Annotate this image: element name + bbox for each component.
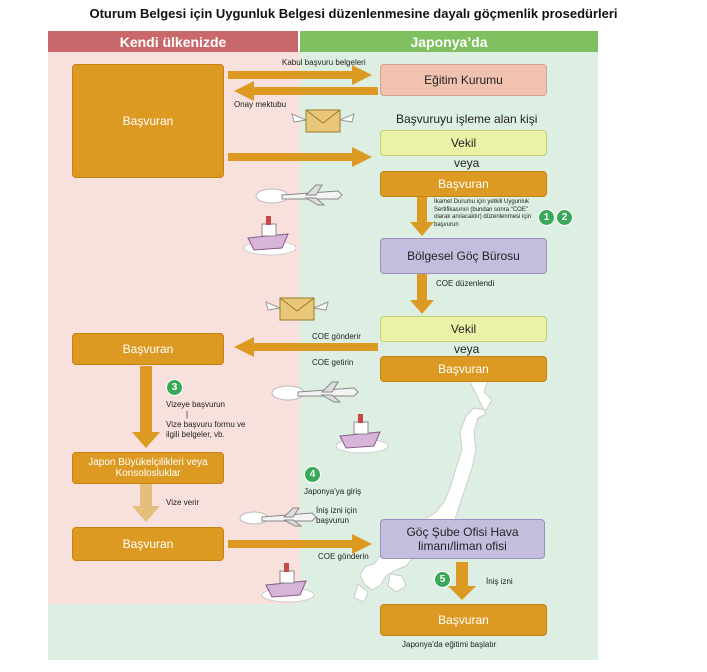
step-3-badge: 3 bbox=[166, 379, 183, 396]
or-label-2: veya bbox=[454, 342, 480, 356]
visa-issue-label: Vize verir bbox=[166, 498, 200, 507]
applicant-box-bottom: Başvuran bbox=[72, 527, 224, 561]
start-education-label: Japonya'da eğitimi başlatır bbox=[402, 640, 497, 649]
airplane-icon bbox=[255, 184, 343, 206]
coe-issued-label: COE düzenlendi bbox=[436, 279, 495, 288]
approval-letter-label: Onay mektubu bbox=[234, 100, 287, 109]
ship-icon-3 bbox=[261, 563, 315, 603]
envelope-icon bbox=[291, 109, 355, 133]
step-4-badge: 4 bbox=[304, 466, 321, 483]
applicant-japan-box-2: Başvuran bbox=[380, 356, 547, 382]
arrow-down-coe bbox=[410, 272, 434, 314]
arrow-to-port-office bbox=[228, 534, 372, 554]
step-1-badge: 1 bbox=[538, 209, 555, 226]
applicant-japan-box-1: Başvuran bbox=[380, 171, 547, 197]
school-box: Eğitim Kurumu bbox=[380, 64, 547, 96]
arrow-approval-letter bbox=[234, 81, 378, 101]
applicant-box-mid: Başvuran bbox=[72, 333, 224, 365]
arrow-visa-issue bbox=[132, 484, 160, 522]
port-office-box: Göç Şube Ofisi Hava limanı/liman ofisi bbox=[380, 519, 545, 559]
step-5-badge: 5 bbox=[434, 571, 451, 588]
japan-panel-bottom bbox=[48, 604, 300, 660]
coe-submit-label: COE gönderin bbox=[318, 552, 369, 561]
arrow-down-bureau bbox=[410, 196, 434, 236]
landing-permit-label: İniş izni bbox=[486, 577, 513, 586]
visa-apply-label: Vizeye başvurun bbox=[166, 400, 225, 409]
airplane-icon-2 bbox=[271, 381, 359, 403]
proxy-box-2: Vekil bbox=[380, 316, 547, 342]
vertical-bar: | bbox=[186, 410, 189, 419]
proxy-box-1: Vekil bbox=[380, 130, 547, 156]
airplane-icon-3 bbox=[239, 507, 317, 527]
immigration-bureau-box: Bölgesel Göç Bürosu bbox=[380, 238, 547, 274]
coe-send-label: COE gönderir bbox=[312, 332, 361, 341]
embassy-box: Japon Büyükelçilikleri veya Konsoloslukl… bbox=[72, 452, 224, 484]
arrow-coe-send bbox=[234, 337, 378, 357]
envelope-icon-2 bbox=[265, 297, 329, 321]
ship-icon bbox=[243, 216, 297, 256]
arrow-down-embassy bbox=[132, 366, 160, 448]
arrow-landing-permit bbox=[448, 562, 476, 600]
or-label-1: veya bbox=[454, 156, 480, 170]
acceptance-docs-label: Kabul başvuru belgeleri bbox=[282, 58, 366, 67]
page-title: Oturum Belgesi için Uygunluk Belgesi düz… bbox=[89, 6, 618, 21]
processing-person-label: Başvuruyu işleme alan kişi bbox=[396, 112, 538, 126]
entry-japan-label: Japonya'ya giriş bbox=[304, 487, 362, 496]
japan-header: Japonya’da bbox=[300, 31, 598, 52]
coe-bring-label: COE getirin bbox=[312, 358, 354, 367]
visa-form-label: Vize başvuru formu ve ilgili belgeler, v… bbox=[166, 420, 246, 439]
coe-application-label: İkamet Durumu için yetkili Uygunluk Sert… bbox=[434, 199, 532, 228]
step-2-badge: 2 bbox=[556, 209, 573, 226]
landing-apply-label: İniş izni için başvurun bbox=[316, 506, 357, 525]
arrow-to-school bbox=[228, 65, 372, 85]
applicant-final-box: Başvuran bbox=[380, 604, 547, 636]
home-country-header: Kendi ülkenizde bbox=[48, 31, 298, 52]
ship-icon-2 bbox=[335, 414, 389, 454]
applicant-box-top: Başvuran bbox=[72, 64, 224, 178]
arrow-to-proxy bbox=[228, 147, 372, 167]
